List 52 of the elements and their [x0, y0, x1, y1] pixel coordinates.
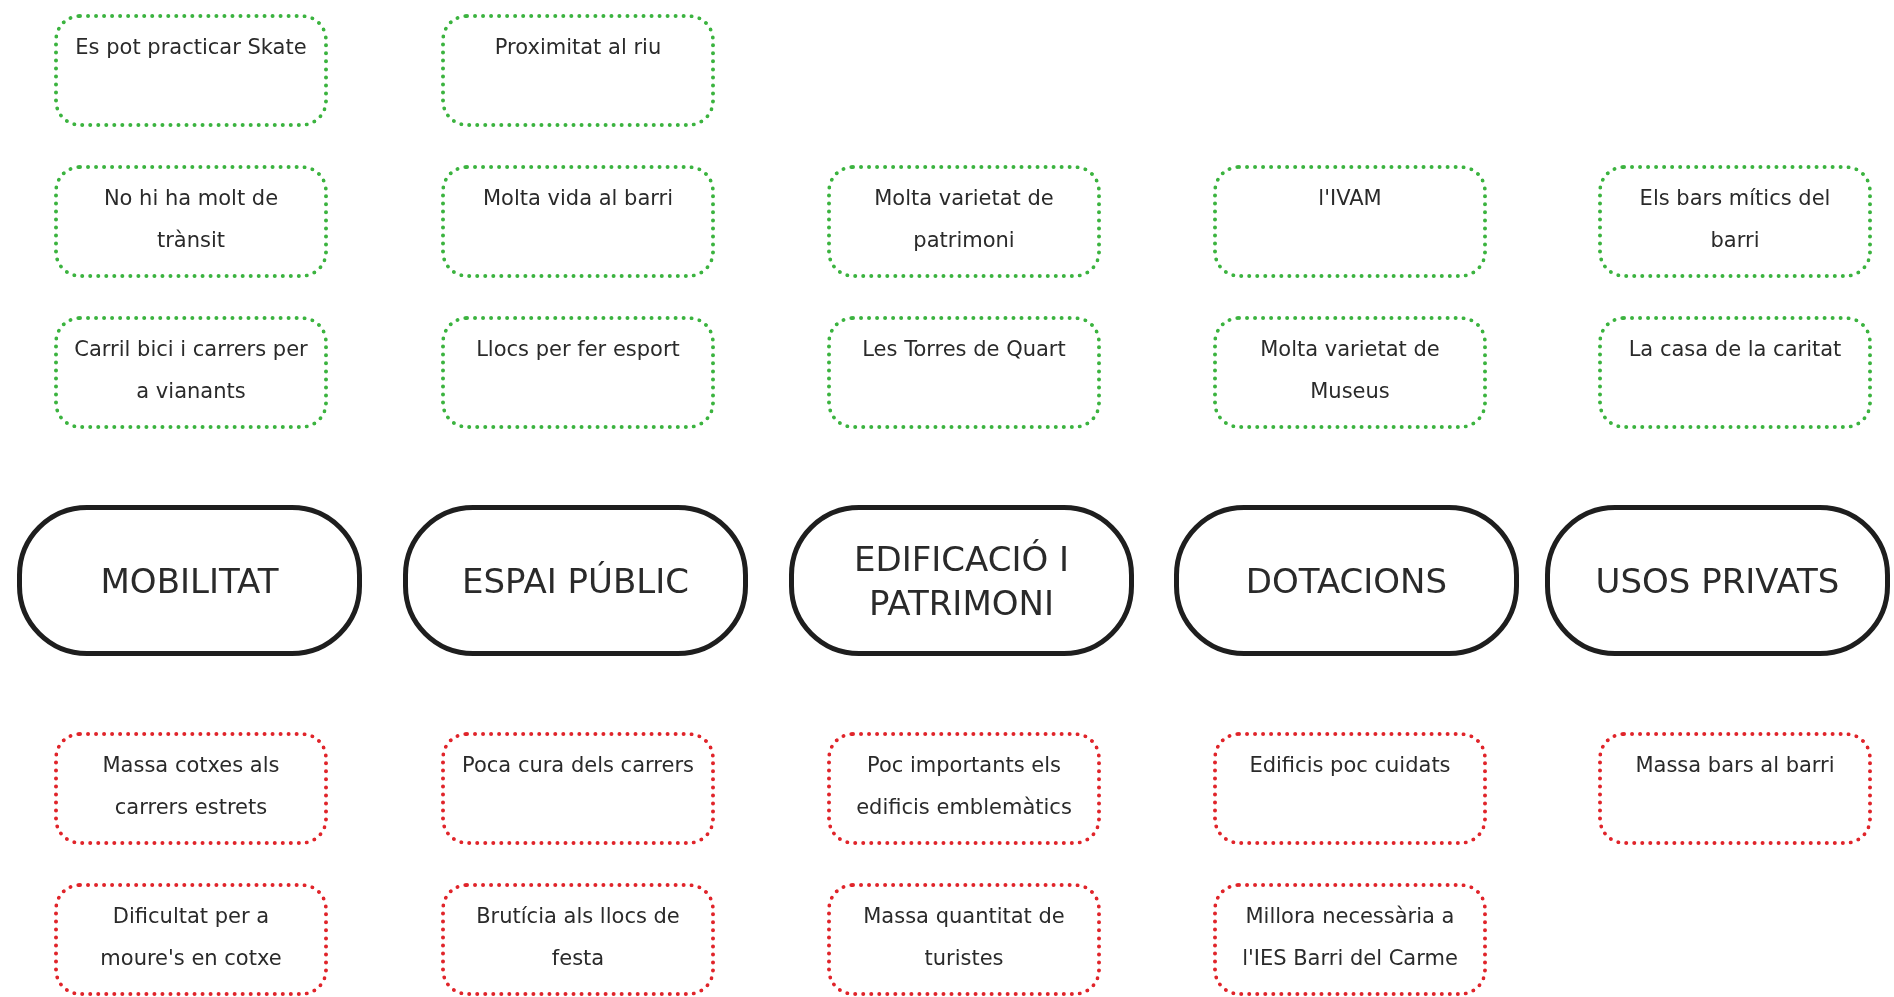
strength-card [441, 316, 715, 429]
card-text: l'IVAM [1318, 185, 1382, 212]
card-text: ESPAI PÚBLIC [462, 559, 689, 603]
weakness-card [1598, 732, 1872, 845]
weakness-card [441, 732, 715, 845]
card-text: Les Torres de Quart [862, 336, 1066, 363]
card-text: La casa de la caritat [1628, 336, 1842, 363]
card-text: Massa quantitat de turistes [862, 903, 1066, 972]
category-pill [17, 505, 362, 656]
category-pill [1174, 505, 1519, 656]
weakness-card [54, 883, 328, 996]
strength-card [827, 165, 1101, 278]
weakness-card [1213, 732, 1487, 845]
card-text: Millora necessària a l'IES Barri del Carme [1241, 903, 1459, 972]
card-text: Molta vida al barri [483, 185, 673, 212]
card-text: Dificultat per a moure's en cotxe [99, 903, 283, 972]
weakness-card [54, 732, 328, 845]
strength-card [441, 165, 715, 278]
weakness-card [827, 732, 1101, 845]
card-text: Massa bars al barri [1635, 752, 1835, 779]
card-text: Molta varietat de patrimoni [873, 185, 1055, 254]
card-text: Molta varietat de Museus [1259, 336, 1441, 405]
card-text: DOTACIONS [1245, 559, 1448, 603]
card-text: No hi ha molt de trànsit [102, 185, 280, 254]
strength-card [827, 316, 1101, 429]
strength-card [54, 316, 328, 429]
card-text: Llocs per fer esport [476, 336, 680, 363]
card-text: EDIFICACIÓ I PATRIMONI [852, 537, 1070, 625]
card-text: Carril bici i carrers per a vianants [74, 336, 308, 405]
card-text: USOS PRIVATS [1595, 559, 1840, 603]
weakness-card [827, 883, 1101, 996]
card-text: Es pot practicar Skate [75, 34, 307, 61]
strength-card [441, 14, 715, 127]
strength-card [1598, 165, 1872, 278]
weakness-card [1213, 883, 1487, 996]
card-text: Proximitat al riu [494, 34, 662, 61]
card-text: Massa cotxes als carrers estrets [101, 752, 281, 821]
category-pill [403, 505, 748, 656]
strength-card [1598, 316, 1872, 429]
strength-card [54, 165, 328, 278]
strength-card [1213, 316, 1487, 429]
category-pill [1545, 505, 1890, 656]
card-text: Brutícia als llocs de festa [475, 903, 681, 972]
weakness-card [441, 883, 715, 996]
card-text: Poc importants els edificis emblemàtics [855, 752, 1073, 821]
card-text: Poca cura dels carrers [462, 752, 694, 779]
strength-card [1213, 165, 1487, 278]
card-text: Edificis poc cuidats [1249, 752, 1451, 779]
strength-card [54, 14, 328, 127]
card-text: Els bars mítics del barri [1638, 185, 1832, 254]
card-text: MOBILITAT [100, 559, 279, 603]
category-pill [789, 505, 1134, 656]
